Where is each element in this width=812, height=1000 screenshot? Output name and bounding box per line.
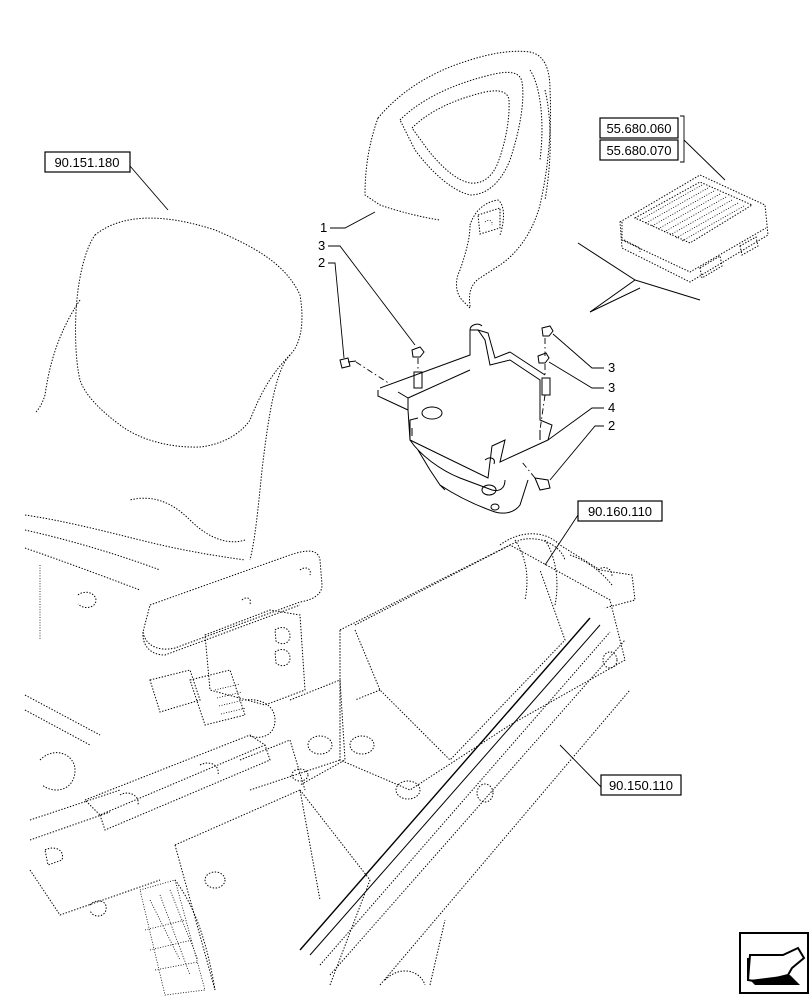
svg-text:3: 3	[608, 380, 615, 395]
reference-seat[interactable]: 90.151.180	[44, 151, 131, 173]
svg-text:3: 3	[318, 238, 325, 253]
detail-pointer	[577, 242, 701, 313]
fasteners	[339, 325, 554, 491]
platform-drawing	[174, 533, 636, 991]
svg-text:3: 3	[608, 360, 615, 375]
callout-4: 4	[547, 400, 615, 441]
svg-text:1: 1	[320, 220, 327, 235]
reference-electronics-1-label: 55.680.060	[606, 121, 671, 136]
svg-text:2: 2	[318, 255, 325, 270]
svg-text:4: 4	[608, 400, 615, 415]
callout-3-right-lower: 3	[548, 361, 615, 395]
reference-electronics-2[interactable]: 55.680.070	[599, 139, 679, 161]
electronic-module-drawing	[619, 174, 769, 283]
callout-2-left: 2	[318, 255, 345, 359]
reference-fender[interactable]: 90.160.110	[577, 500, 663, 522]
console-cover-part-1	[364, 50, 552, 310]
reference-electronics-2-label: 55.680.070	[606, 143, 671, 158]
reference-seat-label: 90.151.180	[54, 155, 119, 170]
reference-platform[interactable]: 90.150.110	[600, 774, 682, 796]
svg-text:2: 2	[608, 418, 615, 433]
seat-drawing	[24, 217, 323, 996]
reference-fender-label: 90.160.110	[588, 504, 652, 519]
callout-3-right-top: 3	[552, 333, 615, 375]
callout-1: 1	[320, 211, 376, 235]
previous-page-arrow-icon[interactable]	[739, 932, 809, 994]
callout-2-right: 2	[549, 418, 615, 481]
mounting-bracket-part-4	[377, 323, 553, 514]
reference-platform-label: 90.150.110	[609, 778, 673, 793]
callout-3-left: 3	[318, 238, 416, 346]
reference-electronics-1[interactable]: 55.680.060	[599, 117, 679, 139]
